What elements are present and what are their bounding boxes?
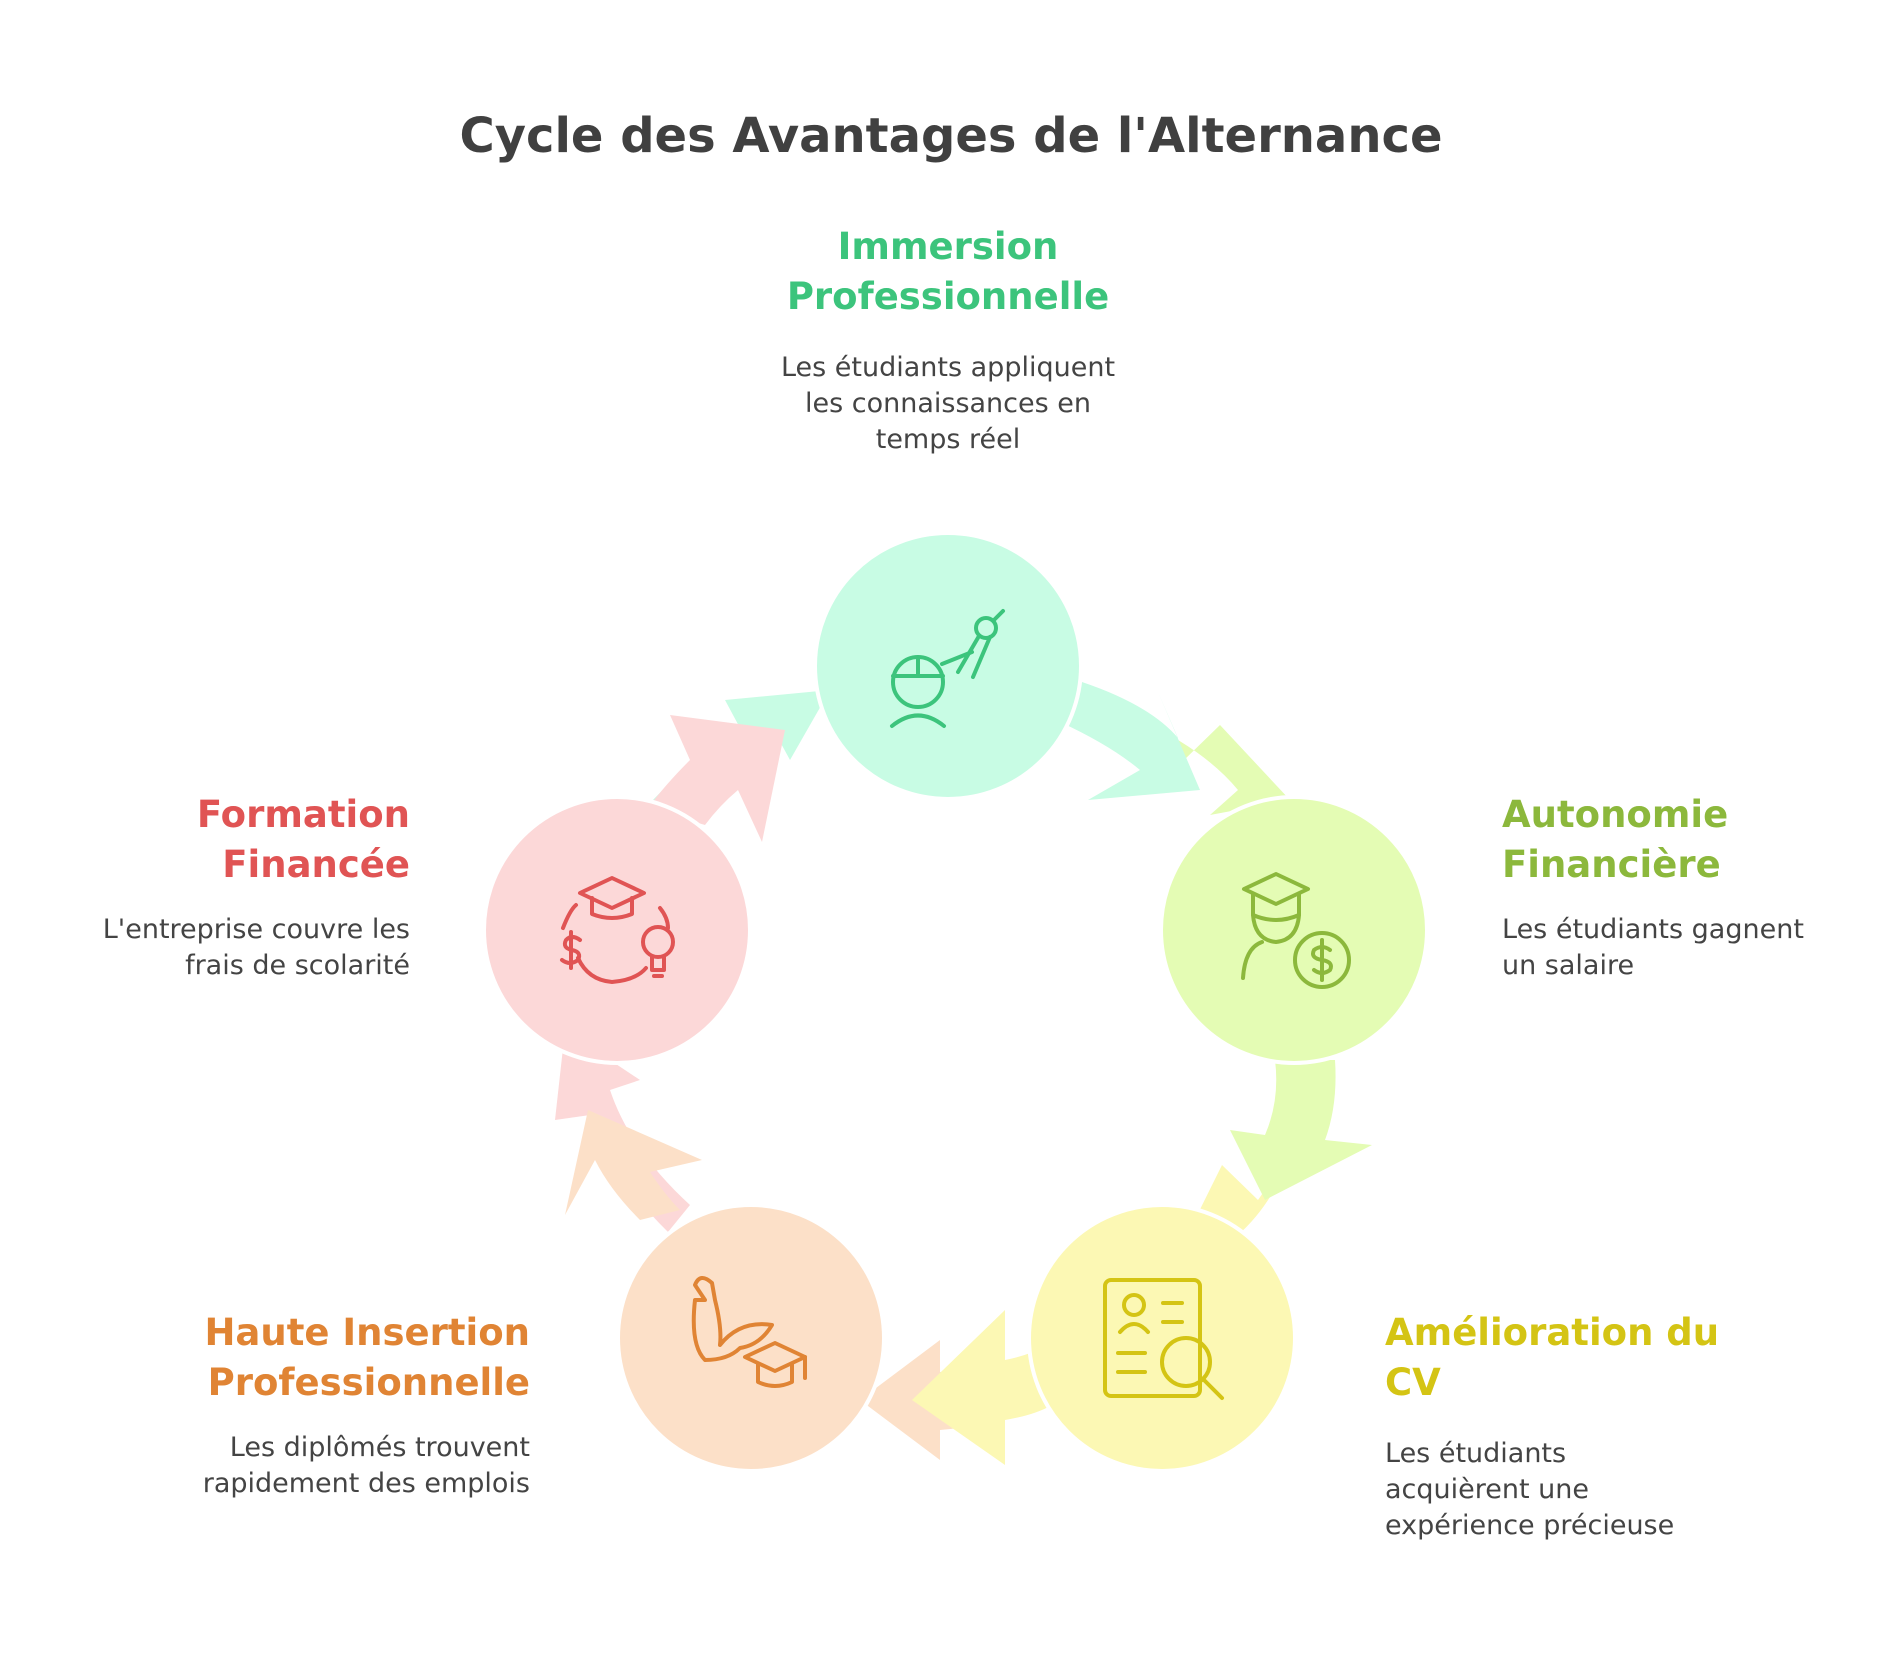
engineer-compass-icon	[890, 609, 1005, 728]
arrow-insertion-to-formation	[555, 1030, 702, 1232]
step-heading-insertion: Haute Insertion Professionnelle	[204, 1311, 530, 1404]
step-heading-cv: Amélioration du CV	[1385, 1311, 1720, 1404]
resume-search-icon	[1103, 1278, 1224, 1400]
step-heading-formation: Formation Financée	[196, 793, 410, 886]
step-circle-insertion	[616, 1203, 886, 1473]
arrow-immersion-to-autonomie	[1060, 682, 1290, 815]
step-description-formation: L'entreprise couvre les frais de scolari…	[102, 914, 410, 981]
step-heading-immersion: Immersion Professionnelle	[786, 225, 1110, 318]
step-circle-formation	[482, 795, 752, 1065]
arrow-cv-to-insertion	[860, 1310, 1058, 1465]
step-heading-autonomie: Autonomie Financière	[1502, 793, 1729, 886]
step-description-insertion: Les diplômés trouvent rapidement des emp…	[202, 1432, 530, 1499]
graduate-money-icon	[1241, 872, 1351, 989]
arrow-formation-to-immersion	[642, 690, 830, 842]
step-circle-immersion	[813, 531, 1083, 801]
page-title: Cycle des Avantages de l'Alternance	[459, 108, 1443, 164]
step-description-immersion: Les étudiants appliquent les connaissanc…	[780, 352, 1116, 455]
step-description-autonomie: Les étudiants gagnent un salaire	[1502, 914, 1804, 981]
step-description-cv: Les étudiants acquièrent une expérience …	[1385, 1438, 1675, 1541]
graduation-money-idea-cycle-icon	[560, 876, 675, 984]
step-circle-cv	[1027, 1203, 1297, 1473]
strong-arm-graduate-icon	[691, 1276, 807, 1388]
